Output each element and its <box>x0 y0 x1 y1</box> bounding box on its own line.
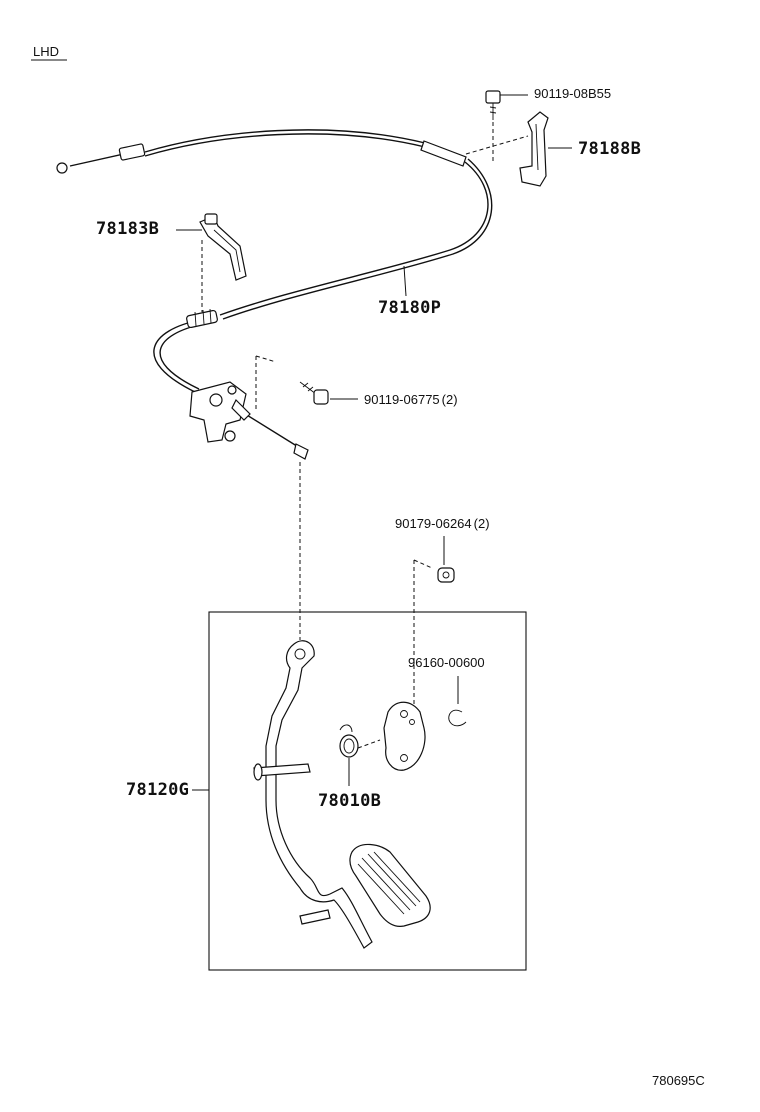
bracket-78183b[interactable] <box>199 213 247 281</box>
diagram-code: 780695C <box>652 1073 705 1088</box>
label-78120g: 78120G <box>126 780 189 800</box>
clip-96160-00600[interactable] <box>448 709 467 727</box>
label-90119-06775: 90119-06775(2) <box>364 392 458 407</box>
pedal-assembly-box <box>208 611 527 971</box>
label-90119-08b55: 90119-08B55 <box>534 86 611 101</box>
accelerator-cable[interactable] <box>56 129 493 460</box>
pedal-pad[interactable] <box>349 843 431 927</box>
label-96160-00600: 96160-00600 <box>408 655 485 670</box>
label-90179-06264: 90179-06264(2) <box>395 516 490 531</box>
nut-90179-06264[interactable] <box>437 567 455 583</box>
pedal-lever[interactable] <box>253 640 373 949</box>
bracket-78188b[interactable] <box>519 111 549 187</box>
pedal-bracket-plate[interactable] <box>383 701 426 771</box>
cable-end-bracket <box>189 381 251 443</box>
pin <box>299 909 331 925</box>
label-78183b: 78183B <box>96 219 159 239</box>
spring-78010b[interactable] <box>339 724 381 758</box>
label-78010b: 78010B <box>318 791 381 811</box>
label-78188b: 78188B <box>578 139 641 159</box>
bolt-90119-08b55[interactable] <box>485 90 501 120</box>
label-78180p: 78180P <box>378 298 441 318</box>
lhd-label: LHD <box>33 44 59 59</box>
bolt-90119-06775[interactable] <box>299 381 329 405</box>
